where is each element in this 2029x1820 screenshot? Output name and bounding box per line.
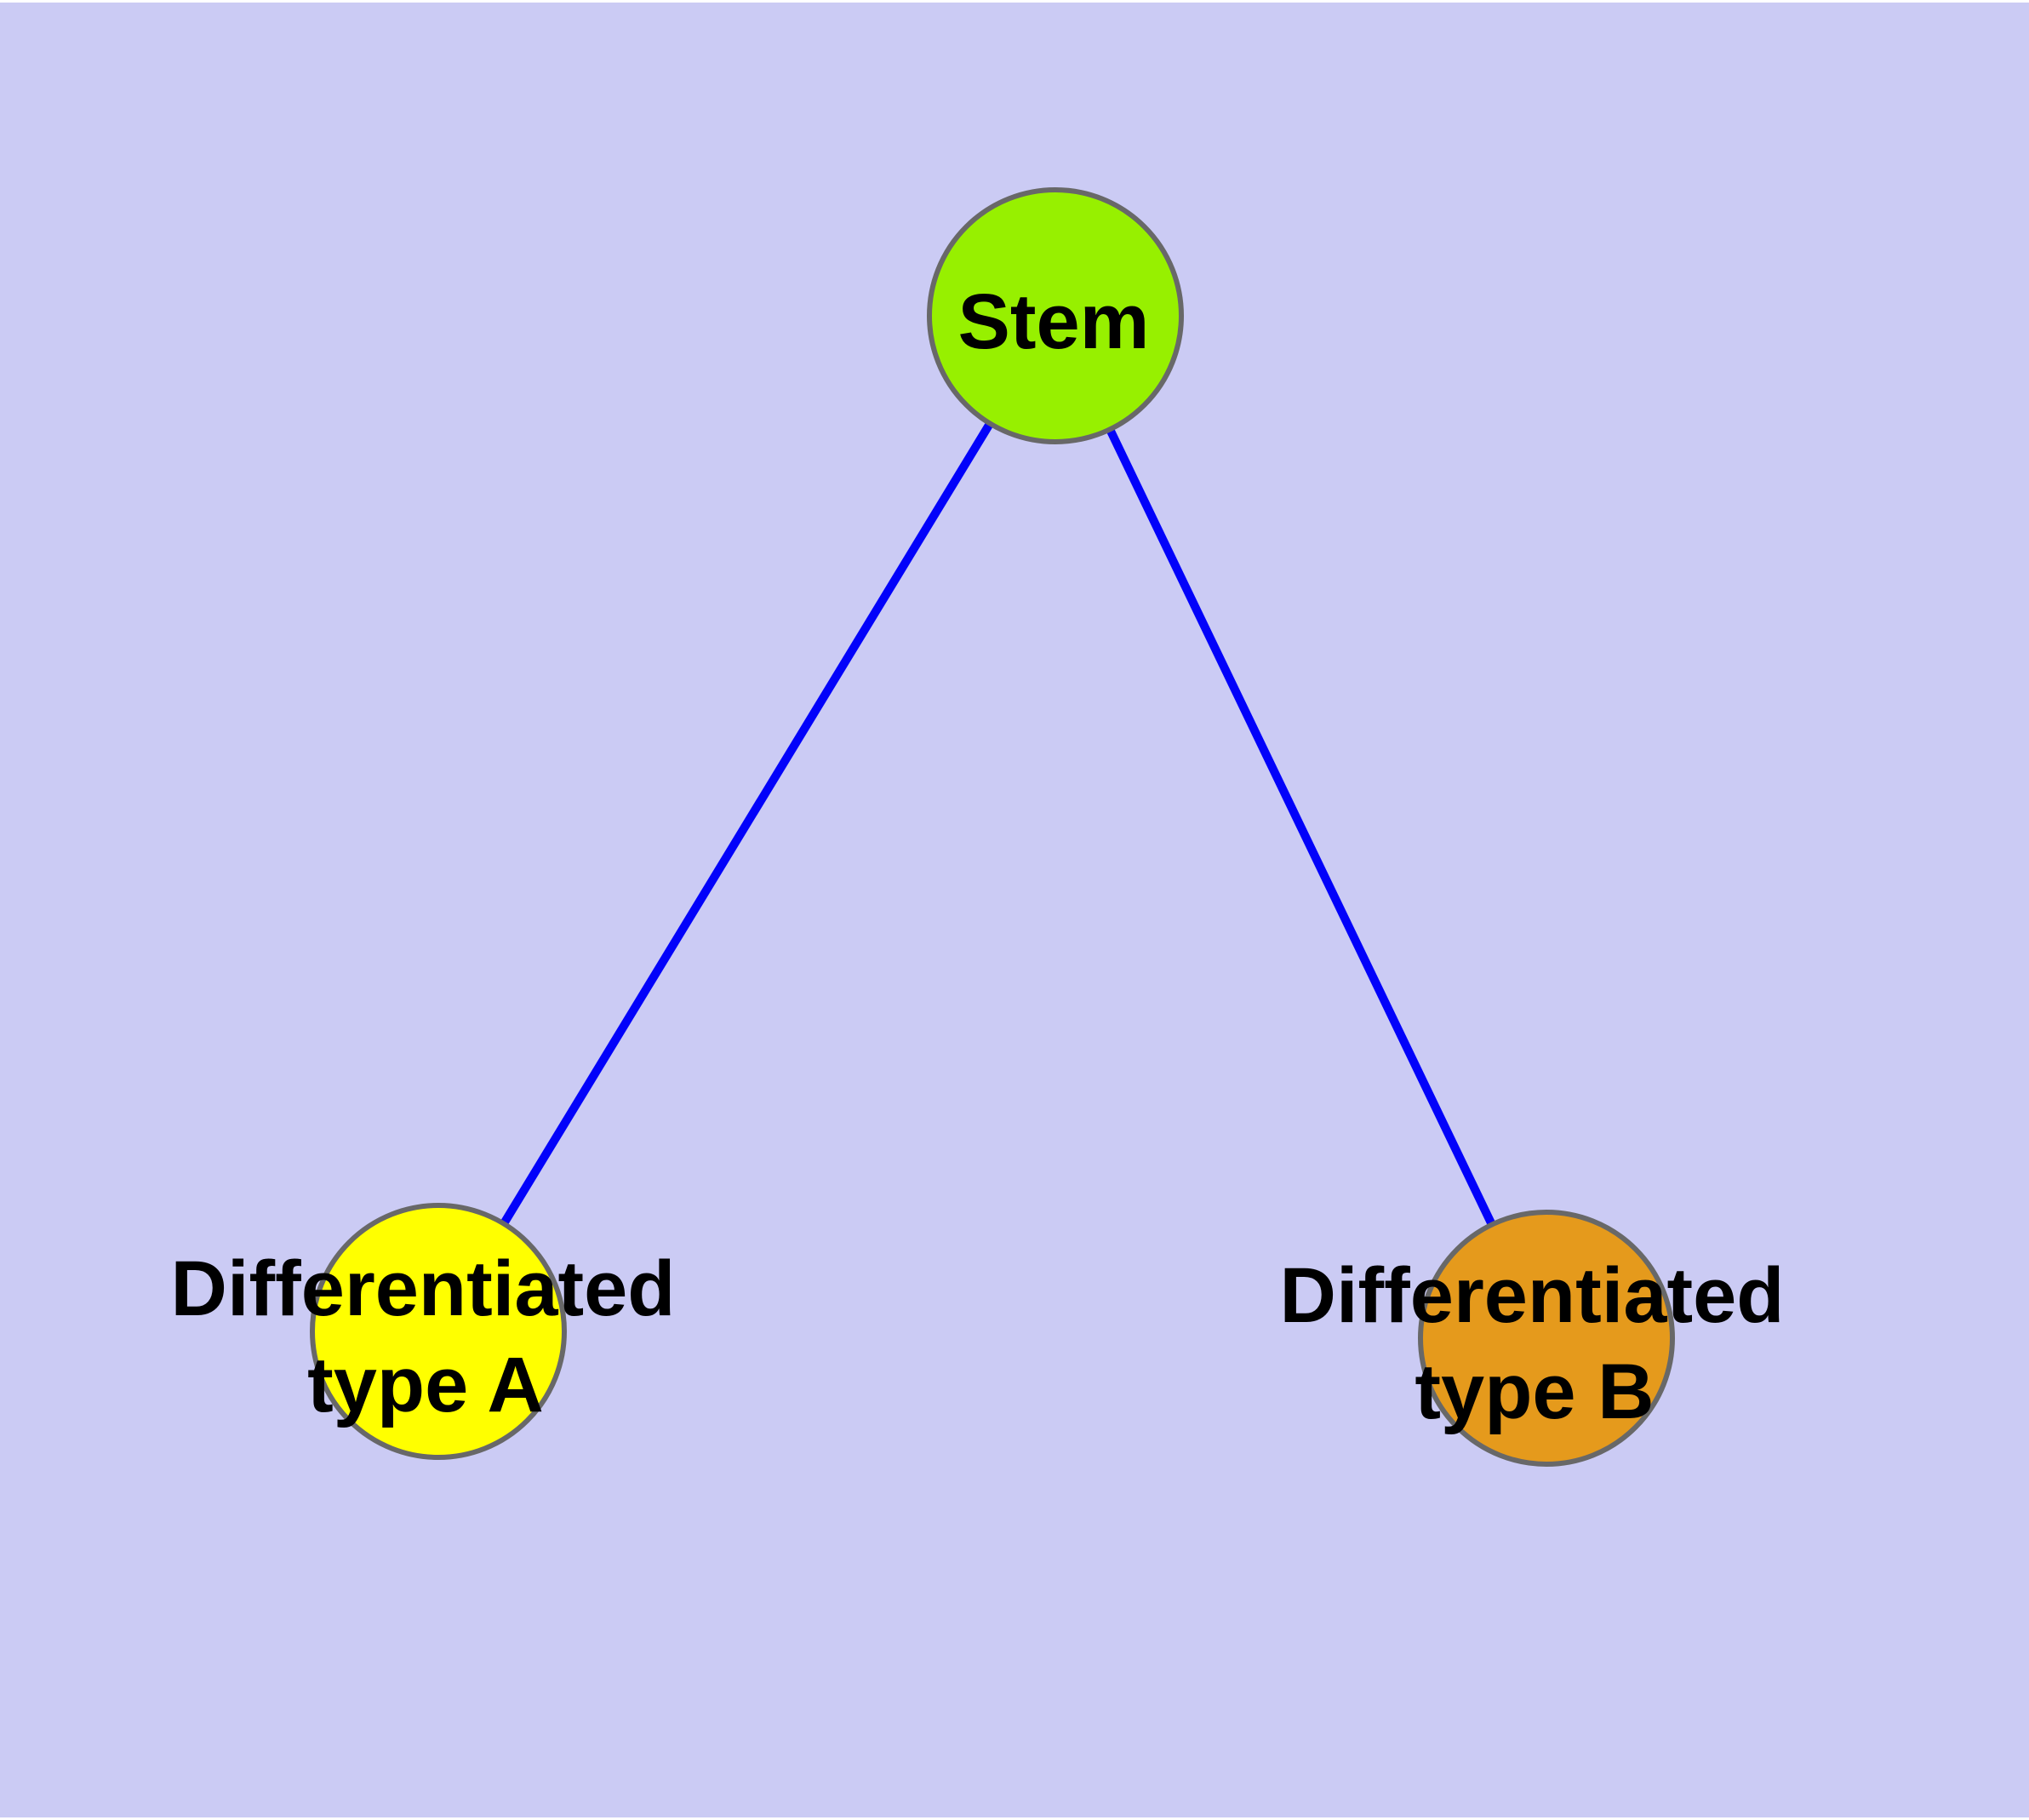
node-type-a-label-line1: Differentiated (171, 1245, 676, 1332)
node-type-b-label-line2: type B (1415, 1348, 1654, 1435)
node-stem (927, 187, 1184, 444)
node-type-b-label-line1: Differentiated (1280, 1252, 1785, 1339)
node-differentiated-type-a (310, 1203, 567, 1460)
node-type-a-label-line2: type A (307, 1342, 544, 1428)
node-stem-label: Stem (958, 278, 1150, 365)
edge-stem-to-type-a (434, 313, 1060, 1334)
node-differentiated-type-b (1418, 1210, 1675, 1467)
edge-stem-to-type-b (1051, 313, 1551, 1341)
